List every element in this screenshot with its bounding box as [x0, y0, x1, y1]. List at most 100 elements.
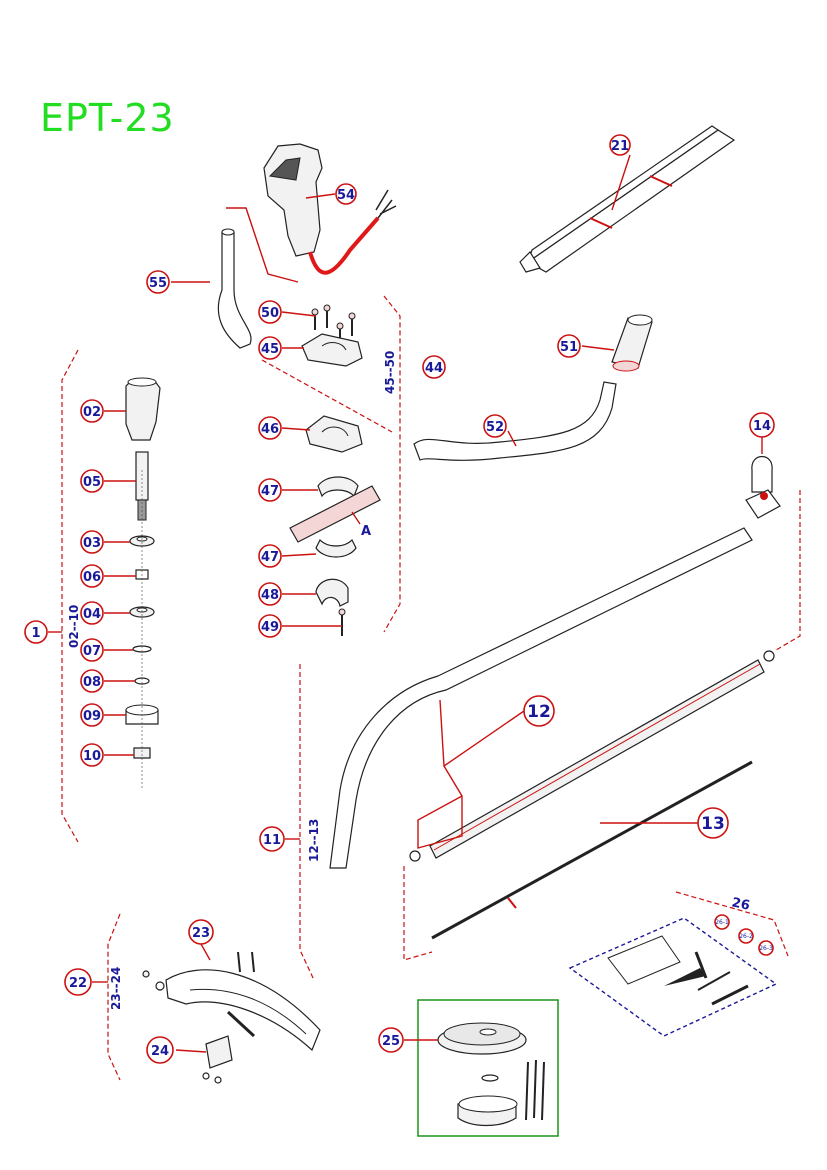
range-label-12-13: 12--13	[307, 819, 321, 862]
callout-05: 05	[80, 469, 104, 493]
callout-47-upper: 47	[258, 478, 282, 502]
callout-09: 09	[80, 703, 104, 727]
guard-clamp-part	[202, 1035, 233, 1084]
bolts-part	[311, 304, 356, 344]
gear-housing-part	[125, 377, 161, 441]
callout-13: 13	[697, 807, 729, 839]
callout-08: 08	[80, 669, 104, 693]
handle-bar-part	[413, 381, 617, 461]
callout-45: 45	[258, 336, 282, 360]
range-label-45-50: 45--50	[383, 351, 397, 394]
svg-text:51: 51	[560, 340, 578, 355]
callout-11: 11	[259, 826, 285, 852]
svg-text:26-2: 26-2	[739, 933, 753, 940]
svg-text:02: 02	[83, 405, 101, 420]
svg-text:44: 44	[425, 361, 443, 376]
svg-text:04: 04	[83, 607, 101, 622]
callout-48: 48	[258, 582, 282, 606]
svg-text:21: 21	[611, 139, 629, 154]
callout-50: 50	[258, 300, 282, 324]
hanger-bracket-part	[745, 455, 781, 519]
svg-text:10: 10	[83, 749, 101, 764]
callout-51: 51	[557, 334, 581, 358]
callout-12: 12	[523, 695, 555, 727]
svg-text:50: 50	[261, 306, 279, 321]
bent-tube-part	[217, 228, 252, 349]
svg-text:49: 49	[261, 620, 279, 635]
tube-a-part	[289, 485, 381, 543]
callout-26-3: 26-3	[758, 940, 774, 956]
svg-text:12: 12	[527, 702, 551, 722]
svg-text:22: 22	[69, 976, 87, 991]
inner-drive-shaft-part	[431, 760, 753, 940]
svg-text:47: 47	[261, 484, 279, 499]
main-tube-part	[329, 527, 753, 869]
callout-a: A	[351, 511, 371, 539]
svg-text:08: 08	[83, 675, 101, 690]
callout-49: 49	[258, 614, 282, 638]
callout-25: 25	[378, 1027, 404, 1053]
range-label-23-24: 23--24	[109, 967, 123, 1010]
group-bracket-lines	[61, 295, 801, 1081]
svg-text:54: 54	[337, 188, 355, 203]
svg-text:13: 13	[701, 814, 725, 834]
svg-text:26: 26	[730, 895, 751, 913]
callout-26-2: 26-2	[738, 928, 754, 944]
svg-text:47: 47	[261, 550, 279, 565]
callout-03: 03	[80, 530, 104, 554]
callout-54: 54	[335, 183, 357, 205]
callout-06: 06	[80, 564, 104, 588]
nut-10-part	[133, 747, 151, 759]
callout-47-lower: 47	[258, 544, 282, 568]
svg-text:07: 07	[83, 644, 101, 659]
svg-text:03: 03	[83, 536, 101, 551]
svg-text:24: 24	[151, 1044, 169, 1059]
callout-24: 24	[146, 1036, 174, 1064]
svg-text:52: 52	[486, 420, 504, 435]
svg-text:55: 55	[149, 276, 167, 291]
handle-clamp-lower-part	[305, 415, 363, 453]
grip-part	[611, 314, 653, 372]
callout-44: 44	[422, 355, 446, 379]
svg-text:06: 06	[83, 570, 101, 585]
grass-guard-part	[142, 951, 321, 1052]
callout-04: 04	[80, 601, 104, 625]
svg-text:48: 48	[261, 588, 279, 603]
svg-text:23: 23	[192, 926, 210, 941]
trimmer-head-part	[437, 1022, 545, 1127]
callout-46: 46	[258, 416, 282, 440]
leader-lines	[48, 154, 763, 1053]
svg-text:05: 05	[83, 475, 101, 490]
svg-text:26-1: 26-1	[715, 919, 729, 926]
svg-text:26-3: 26-3	[759, 945, 773, 952]
rubber-sleeve-lower-part	[315, 538, 357, 558]
callout-52: 52	[483, 414, 507, 438]
callout-07: 07	[80, 638, 104, 662]
callout-02: 02	[80, 399, 104, 423]
svg-text:1: 1	[31, 626, 40, 641]
svg-text:11: 11	[263, 833, 281, 848]
tool-kit-part	[568, 917, 778, 1037]
svg-text:25: 25	[382, 1034, 400, 1049]
callout-1: 1	[24, 620, 48, 644]
throttle-handle-part	[263, 143, 397, 275]
svg-text:46: 46	[261, 422, 279, 437]
callout-21: 21	[609, 134, 631, 156]
shaft-housing-part	[409, 650, 775, 862]
callout-26-1: 26-1	[714, 914, 730, 930]
range-label-02-10: 02--10	[67, 605, 81, 648]
handle-clamp-upper-part	[301, 333, 363, 367]
callout-22: 22	[64, 968, 92, 996]
shoulder-strap-part	[519, 125, 736, 273]
svg-text:09: 09	[83, 709, 101, 724]
bearing-03-part	[129, 535, 155, 547]
callout-26: 26	[730, 895, 751, 913]
callout-14: 14	[749, 412, 775, 438]
bracket-part	[315, 578, 349, 607]
svg-text:A: A	[361, 524, 371, 539]
svg-text:45: 45	[261, 342, 279, 357]
diagram-title: EPT-23	[40, 96, 175, 140]
svg-text:14: 14	[753, 419, 771, 434]
rubber-sleeve-upper-part	[317, 476, 359, 498]
